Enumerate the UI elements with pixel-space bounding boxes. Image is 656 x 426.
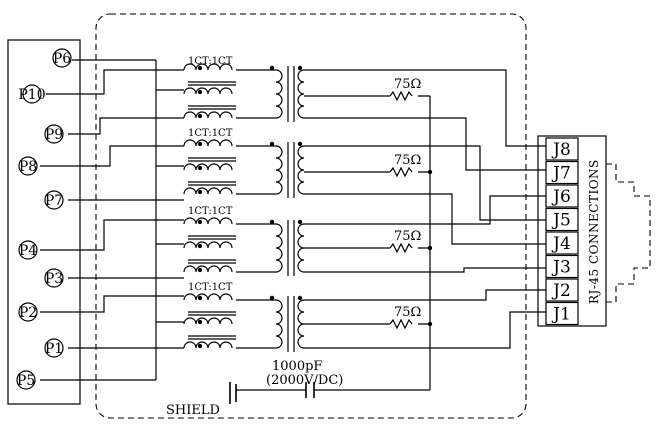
transformer-ratio-label-1: 1CT:1CT — [188, 56, 233, 67]
pin-p4: P4 — [18, 240, 38, 260]
pin-p5: P5 — [16, 370, 36, 390]
connector-pin-j7: J7 — [545, 160, 579, 185]
transformer-2 — [183, 139, 305, 198]
connector-pin-j5: J5 — [545, 207, 579, 232]
rj45-jack-outline — [606, 163, 651, 303]
transformer-core — [287, 220, 295, 276]
connector-pin-cell — [545, 254, 579, 279]
wiring — [40, 59, 546, 404]
pin-circle — [18, 240, 38, 260]
primary-winding — [183, 139, 233, 147]
connector-pin-j1: J1 — [545, 301, 579, 326]
pin-label: P7 — [45, 193, 63, 209]
primary-winding — [183, 241, 233, 249]
connector-pin-label: J1 — [551, 305, 571, 325]
pin-label: P9 — [45, 127, 63, 143]
core-winding-left — [275, 145, 283, 195]
primary-winding — [183, 163, 233, 171]
pin-label: P6 — [53, 51, 71, 67]
pin-p6: P6 — [52, 48, 72, 68]
connector-pin-j6: J6 — [545, 184, 579, 208]
connector-pin-cell — [545, 231, 579, 255]
transformer-ratio-label-2: 1CT:1CT — [188, 128, 233, 139]
transformer-core — [287, 296, 295, 352]
pin-circle — [18, 156, 38, 176]
transformer-1 — [183, 63, 305, 122]
transformer-3 — [183, 217, 305, 276]
core-winding-left — [275, 223, 283, 273]
primary-winding — [183, 111, 233, 119]
core-winding-left — [275, 69, 283, 119]
transformer-core — [287, 66, 295, 122]
pin-label: P5 — [17, 373, 35, 389]
connector-pin-label: J4 — [551, 234, 571, 254]
connector-pin-label: J8 — [551, 140, 571, 160]
connector-pin-j2: J2 — [545, 278, 579, 302]
pin-circle — [44, 338, 64, 358]
primary-winding — [183, 265, 233, 273]
pin-circle — [18, 302, 38, 322]
connector-pin-j8: J8 — [545, 137, 579, 161]
connector-pin-label: J2 — [551, 281, 571, 301]
core-winding-right — [297, 299, 305, 349]
pin-p2: P2 — [18, 302, 38, 322]
connector-pin-label: J7 — [551, 164, 571, 184]
pin-label: P10 — [18, 87, 45, 103]
connector-pin-cell — [545, 160, 579, 185]
connector-pin-label: J6 — [551, 187, 571, 207]
primary-winding — [183, 187, 233, 195]
pin-circle — [22, 84, 42, 104]
connector-pin-cell — [545, 137, 579, 161]
primary-winding — [183, 217, 233, 225]
core-winding-right — [297, 69, 305, 119]
resistor-label-1: 75Ω — [394, 77, 421, 92]
primary-winding — [183, 293, 233, 301]
transformer-core — [287, 142, 295, 198]
shield-label: SHIELD — [166, 403, 220, 418]
pin-p8: P8 — [18, 156, 38, 176]
resistor-label-2: 75Ω — [394, 153, 421, 168]
pin-label: P8 — [19, 159, 37, 175]
module-outline — [95, 13, 527, 419]
transformer-ratio-label-4: 1CT:1CT — [188, 282, 233, 293]
connector-pin-label: J3 — [551, 258, 571, 278]
pin-p3: P3 — [44, 268, 64, 288]
pin-label: P4 — [19, 243, 37, 259]
primary-winding — [183, 87, 233, 95]
pin-label: P1 — [45, 341, 63, 357]
primary-winding — [183, 317, 233, 325]
capacitor-value-label: 1000pF — [272, 359, 322, 374]
rj45-connector-box — [537, 135, 607, 327]
resistor-label-4: 75Ω — [394, 305, 421, 320]
pin-p10: P10 — [18, 84, 46, 104]
core-winding-left — [275, 299, 283, 349]
connector-pin-cell — [545, 301, 579, 326]
connector-pin-j4: J4 — [545, 231, 579, 255]
primary-winding — [183, 341, 233, 349]
connector-pin-j3: J3 — [545, 254, 579, 279]
pin-header-box — [7, 39, 81, 405]
connector-title-label: RJ-45 CONNECTIONS — [587, 159, 601, 304]
core-winding-right — [297, 145, 305, 195]
resistor-label-3: 75Ω — [394, 229, 421, 244]
connector-pin-label: J5 — [551, 211, 571, 231]
pin-p7: P7 — [44, 190, 64, 210]
pin-p9: P9 — [44, 124, 64, 144]
transformer-4 — [183, 293, 305, 352]
capacitor-rating-label: (2000V/DC) — [266, 373, 343, 388]
pin-circle — [44, 190, 64, 210]
pin-p1: P1 — [44, 338, 64, 358]
pin-circle — [44, 268, 64, 288]
pin-circle — [16, 370, 36, 390]
primary-winding — [183, 63, 233, 71]
pin-circle — [44, 124, 64, 144]
pin-circle — [52, 48, 72, 68]
transformer-ratio-label-3: 1CT:1CT — [188, 206, 233, 217]
pin-label: P2 — [19, 305, 37, 321]
core-winding-right — [297, 223, 305, 273]
pin-label: P3 — [45, 271, 63, 287]
